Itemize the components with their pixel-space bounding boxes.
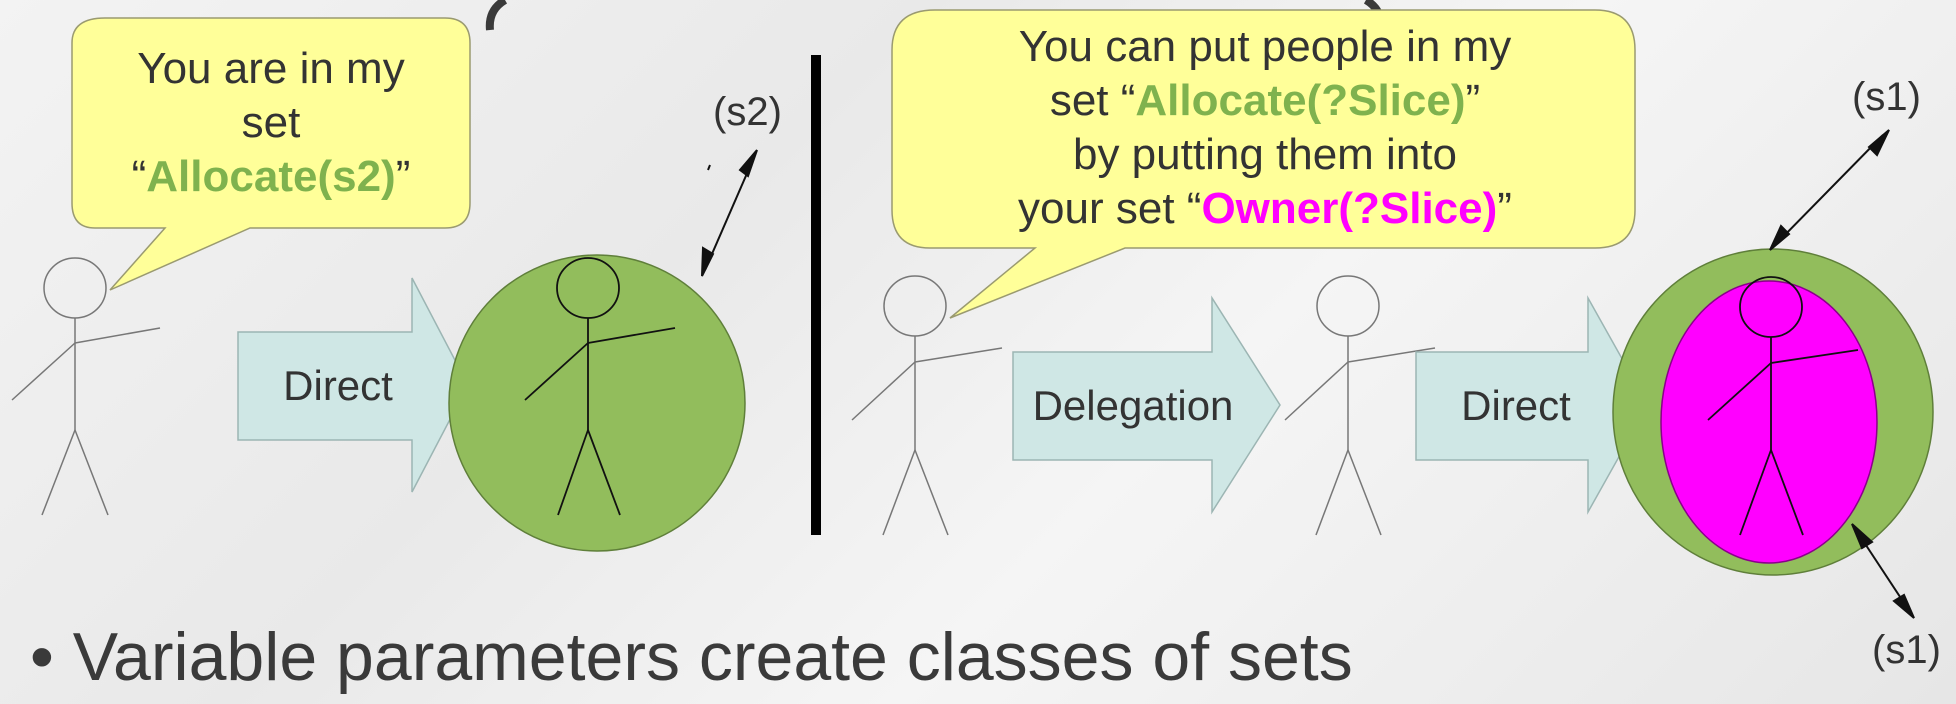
s2-radius-indicator: [701, 149, 758, 277]
set-name-owner-slice: Owner(?Slice): [1201, 184, 1498, 233]
bubble-right-line2-prefix: set “: [1049, 76, 1136, 125]
param-label-s1-bottom: (s1): [1872, 628, 1941, 672]
set-name-allocate-s2: Allocate(s2): [146, 152, 396, 201]
bubble-right-line4: your set “Owner(?Slice)”: [900, 182, 1630, 236]
delegation-label: Delegation: [1032, 382, 1234, 429]
speech-bubble-left-text: You are in my set “Allocate(s2)”: [76, 42, 466, 204]
speech-bubble-left: [71, 17, 471, 291]
quote-open: “: [131, 152, 147, 201]
s1-radius-indicator-top: [1769, 129, 1890, 251]
speech-bubble-right: [891, 9, 1636, 319]
stick-figure-in-set-right: [1707, 276, 1859, 536]
bubble-right-line2: set “Allocate(?Slice)”: [900, 74, 1630, 128]
direct-arrow-right: [1415, 295, 1649, 515]
stick-figure-delegator: [851, 275, 1003, 536]
s1-radius-indicator-bottom: [1851, 523, 1915, 619]
set-name-allocate-slice: Allocate(?Slice): [1135, 76, 1466, 125]
direct-label-left: Direct: [283, 362, 393, 409]
stick-figure-requester: [11, 257, 161, 516]
bullet-point: • Variable parameters create classes of …: [30, 614, 1353, 700]
bubble-left-line3: “Allocate(s2)”: [76, 150, 466, 204]
direct-label-right: Direct: [1461, 382, 1571, 429]
bullet-text: Variable parameters create classes of se…: [72, 619, 1353, 695]
bubble-right-line2-suffix: ”: [1465, 76, 1481, 125]
delegation-arrow: [1012, 295, 1281, 515]
param-label-s2: (s2): [713, 90, 782, 134]
speech-bubble-right-text: You can put people in my set “Allocate(?…: [900, 20, 1630, 236]
quote-close: ”: [395, 152, 411, 201]
bubble-right-line4-prefix: your set “: [1018, 184, 1202, 233]
param-label-s1-top: (s1): [1852, 75, 1921, 119]
stick-figure-in-set-left: [524, 257, 676, 516]
set-circle-allocate-s2: [448, 254, 746, 552]
set-circle-owner-s1: [1660, 280, 1878, 564]
bubble-left-line2: set: [241, 98, 301, 147]
bullet-symbol: •: [30, 619, 54, 695]
stick-figure-intermediate: [1284, 275, 1436, 536]
bubble-right-line4-suffix: ”: [1497, 184, 1512, 233]
bubble-right-line3: by putting them into: [1072, 130, 1457, 179]
title-fragment-left: [485, 0, 508, 31]
direct-arrow-left: [237, 277, 469, 493]
divider: [811, 55, 821, 535]
bubble-right-line1: You can put people in my: [1018, 22, 1512, 71]
bubble-left-line1: You are in my: [137, 44, 405, 93]
